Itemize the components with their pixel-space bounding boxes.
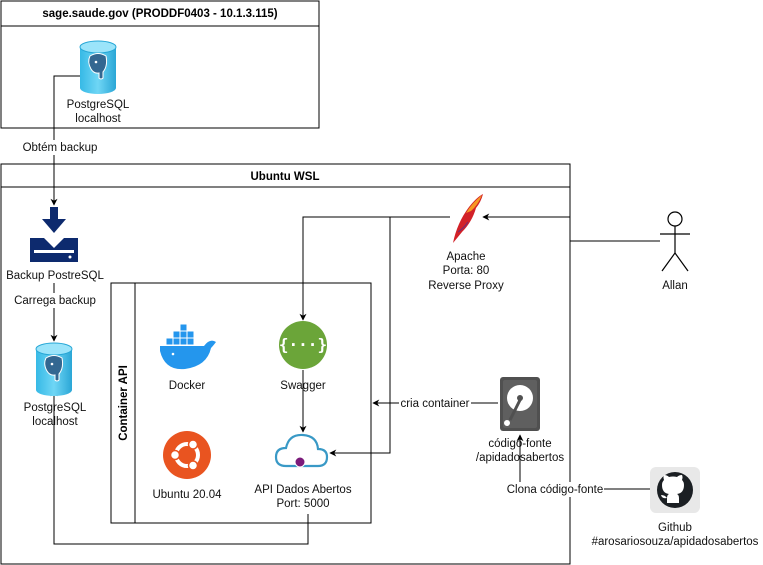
- node-ubuntu: Ubuntu 20.04: [152, 431, 222, 501]
- user-stick-figure-icon: [660, 211, 690, 272]
- sage-server-title: sage.saude.gov (PRODDF0403 - 10.1.3.115): [42, 8, 277, 20]
- ubuntu-logo-icon: [163, 431, 211, 479]
- edge-apache-to-api: [329, 217, 391, 457]
- sage-server-group: sage.saude.gov (PRODDF0403 - 10.1.3.115): [0, 0, 320, 129]
- svg-text:{···}: {···}: [279, 335, 327, 354]
- ubuntu-wsl-group: Ubuntu WSL: [0, 163, 571, 565]
- docker-label: Docker: [169, 380, 206, 392]
- container-api-group: Container API: [110, 282, 372, 524]
- apache-port: Porta: 80: [443, 265, 490, 277]
- ubuntu-wsl-title: Ubuntu WSL: [251, 171, 320, 183]
- api-name: API Dados Abertos: [254, 484, 351, 496]
- pg-source-host: localhost: [75, 113, 121, 125]
- edge-label-carrega-backup: Carrega backup: [14, 295, 96, 307]
- github-logo-icon: [650, 467, 700, 513]
- postgresql-database-icon: [35, 342, 73, 396]
- node-apache: Apache Porta: 80 Reverse Proxy: [428, 194, 504, 292]
- codigo-fonte-name: código-fonte: [488, 438, 551, 450]
- allan-label: Allan: [662, 280, 688, 292]
- api-port: Port: 5000: [276, 498, 329, 510]
- node-postgresql-local: PostgreSQL localhost: [24, 342, 87, 428]
- ubuntu-label: Ubuntu 20.04: [152, 489, 222, 501]
- edge-obtem-backup: Obtém backup: [20, 75, 100, 206]
- edge-label-obtem-backup: Obtém backup: [23, 142, 98, 154]
- backup-name: Backup PostreSQL: [6, 270, 104, 282]
- github-name: Github: [658, 522, 692, 534]
- cloud-api-icon: [274, 433, 329, 468]
- container-api-title: Container API: [118, 365, 130, 441]
- pg-local-host: localhost: [32, 416, 78, 428]
- swagger-icon: {···}: [279, 321, 327, 369]
- edge-clona-codigo: Clona código-fonte: [506, 434, 650, 497]
- node-codigo-fonte: código-fonte /apidadosabertos: [476, 377, 564, 464]
- github-repo: #arosariosouza/apidadosabertos: [592, 536, 759, 548]
- hard-disk-icon: [500, 377, 540, 431]
- node-backup-postgresql: Backup PostreSQL: [6, 207, 104, 282]
- node-github: Github #arosariosouza/apidadosabertos: [592, 467, 759, 548]
- postgresql-database-icon: [79, 40, 117, 94]
- edge-carrega-backup: Carrega backup: [12, 283, 98, 342]
- apache-role: Reverse Proxy: [428, 280, 504, 292]
- node-docker: Docker: [160, 323, 216, 392]
- pg-source-name: PostgreSQL: [67, 99, 130, 111]
- edge-label-clona-codigo: Clona código-fonte: [507, 484, 604, 496]
- node-allan: Allan: [660, 211, 690, 292]
- edge-allan-to-apache: [482, 213, 660, 242]
- docker-whale-icon: [160, 323, 216, 370]
- download-storage-icon: [30, 207, 78, 262]
- apache-name: Apache: [446, 251, 485, 263]
- edge-apache-to-swagger: [299, 216, 450, 321]
- apache-feather-icon: [453, 194, 483, 243]
- pg-local-name: PostgreSQL: [24, 402, 87, 414]
- node-swagger: {···} Swagger: [279, 321, 327, 392]
- swagger-label: Swagger: [280, 380, 326, 392]
- edge-api-to-postgres: [50, 389, 309, 545]
- codigo-fonte-path: /apidadosabertos: [476, 452, 564, 464]
- node-postgresql-source: PostgreSQL localhost: [67, 40, 130, 125]
- node-api-dados-abertos: API Dados Abertos Port: 5000: [254, 433, 352, 510]
- edge-label-cria-container: cria container: [400, 398, 469, 410]
- edge-cria-container: cria container: [372, 396, 498, 411]
